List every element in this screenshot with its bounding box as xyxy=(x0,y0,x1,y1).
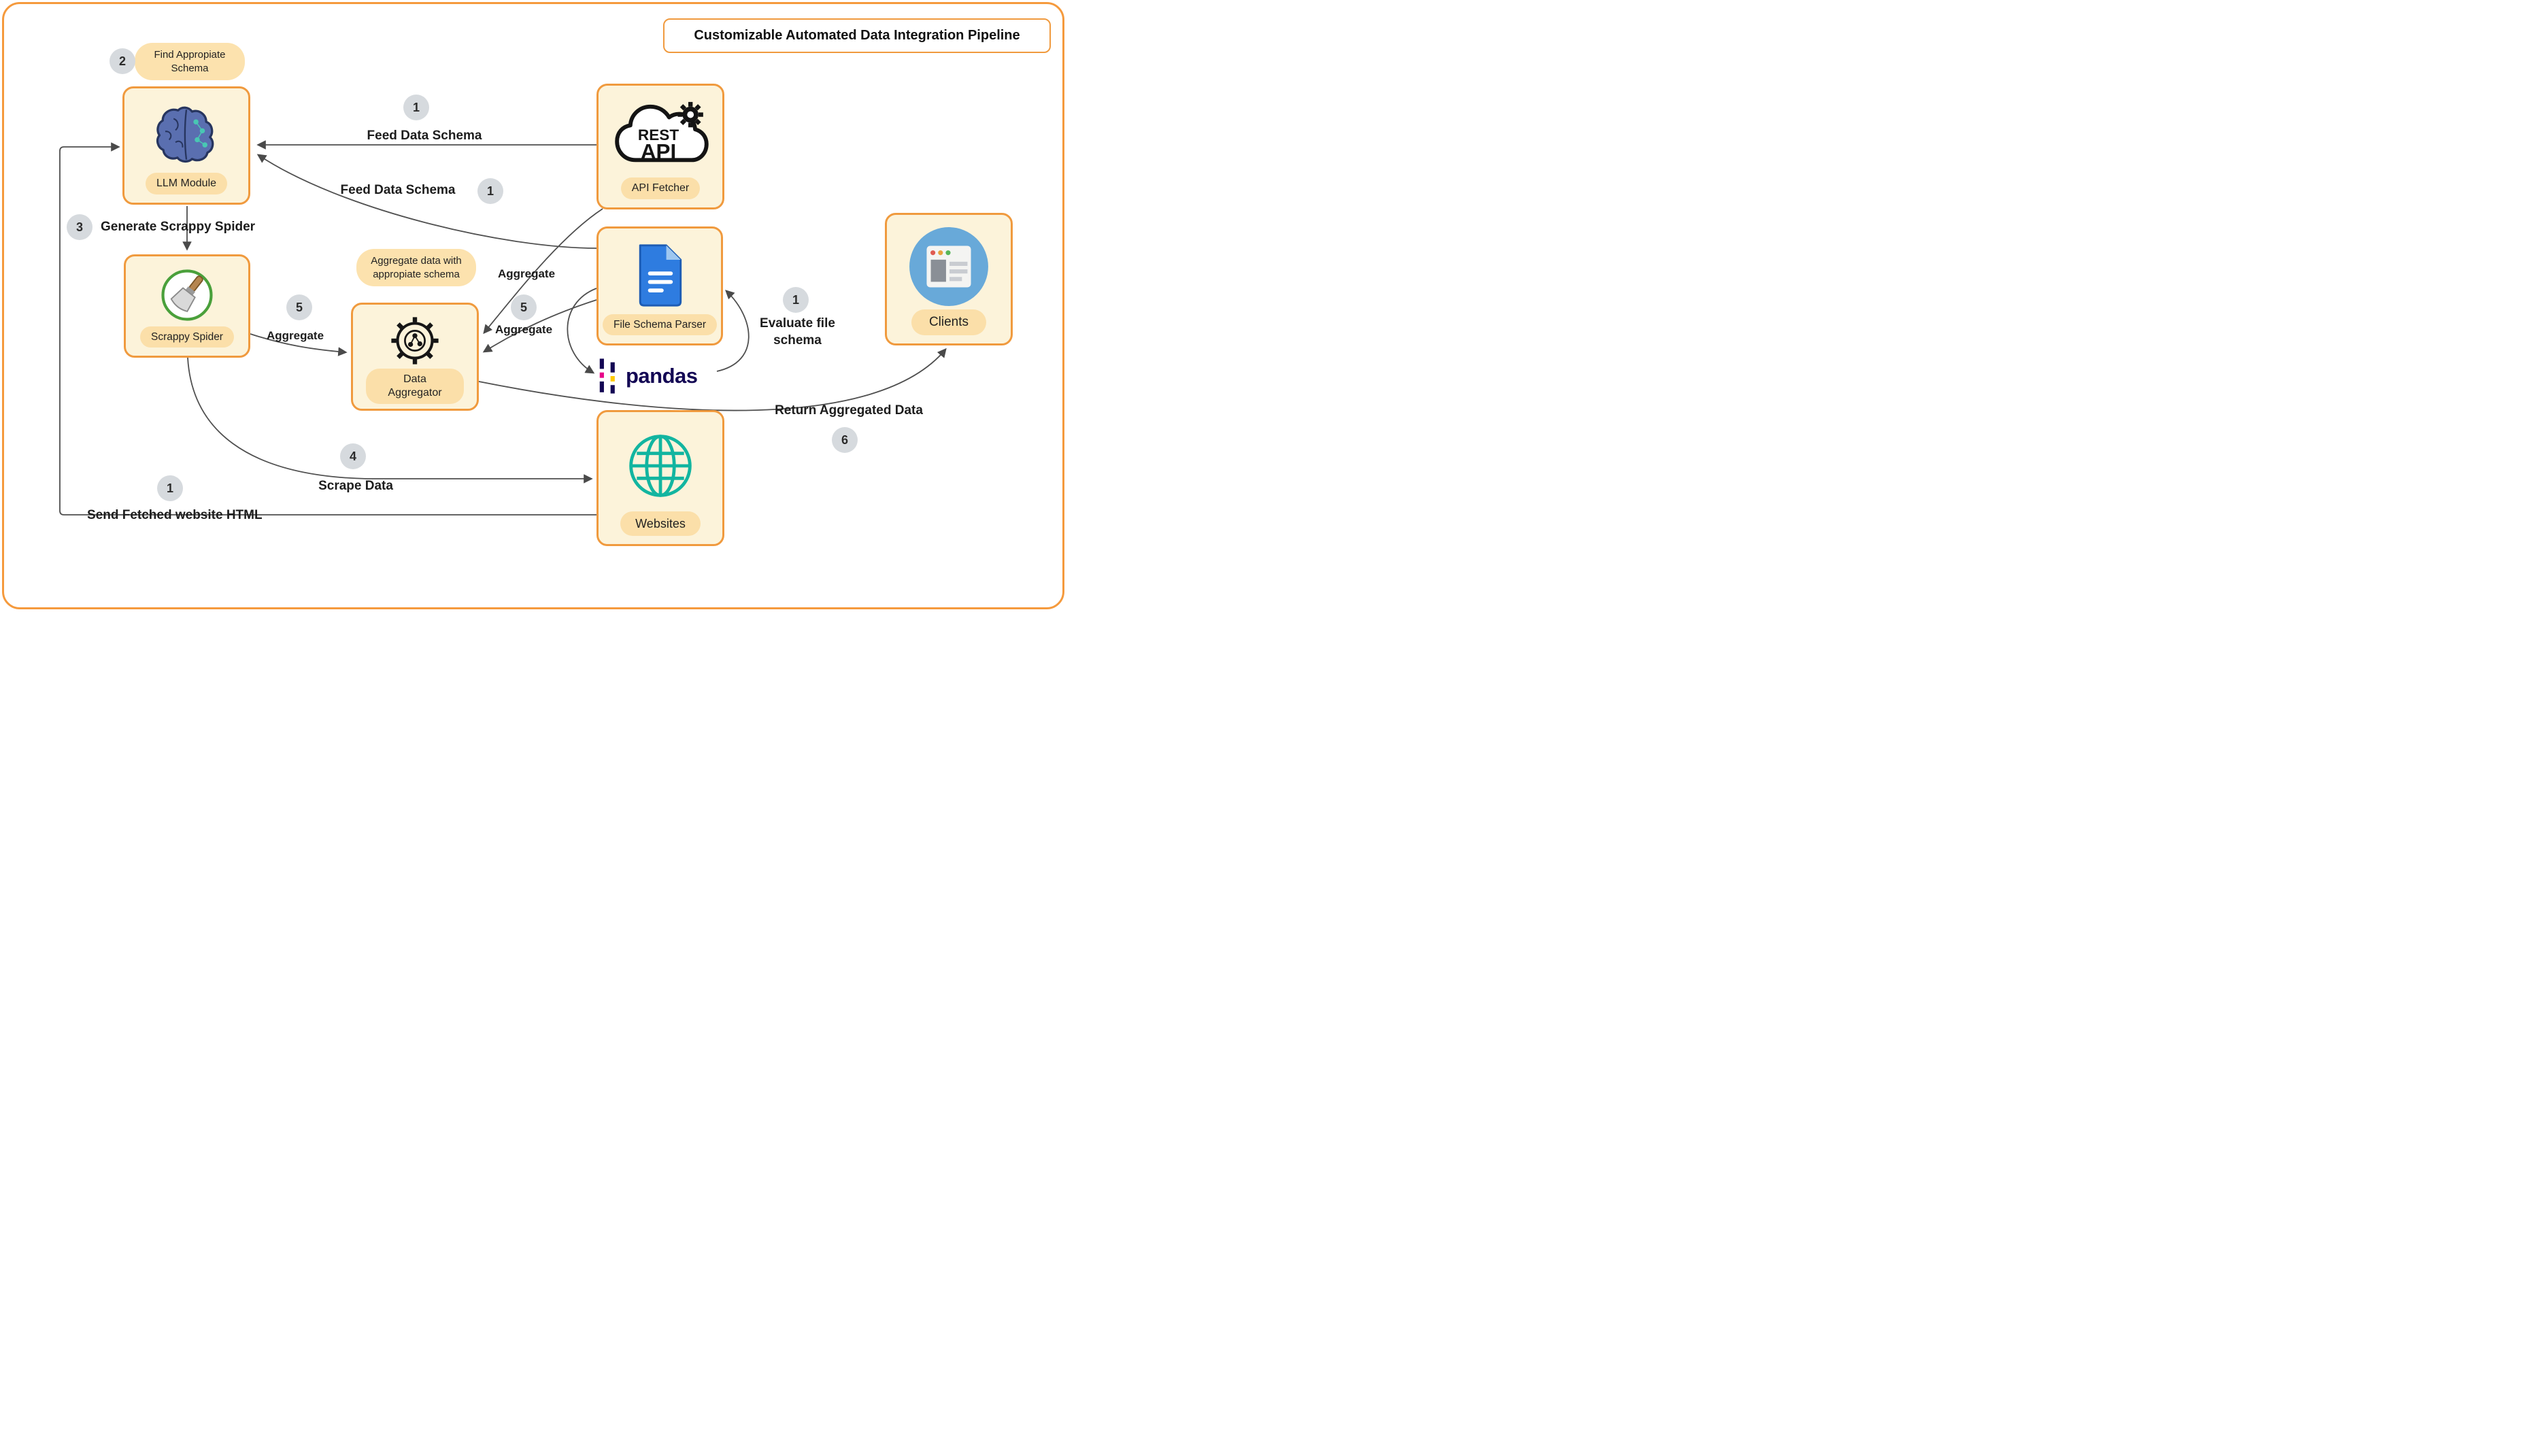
pandas-mark-icon xyxy=(599,358,615,394)
edge-aggregate-spider xyxy=(250,333,348,356)
pandas-wordmark: pandas xyxy=(626,364,698,388)
llm-module-label: LLM Module xyxy=(145,173,228,194)
step-badge-aggregate-spider: 5 xyxy=(286,294,312,320)
rest-text: REST xyxy=(638,126,679,143)
aggregate-spider-label: Aggregate xyxy=(266,329,324,342)
send-fetched-html-label: Send Fetched website HTML xyxy=(87,508,263,522)
file-schema-parser-label: File Schema Parser xyxy=(602,314,718,335)
api-text: API xyxy=(641,139,676,163)
pandas-logo: pandas xyxy=(599,356,698,396)
aggregate-schema-callout: Aggregate data with appropiate schema xyxy=(356,249,476,286)
browser-client-icon xyxy=(907,223,990,309)
edge-evaluate-file-schema xyxy=(716,290,750,372)
edge-scrape-data xyxy=(187,357,593,484)
file-schema-parser-node: File Schema Parser xyxy=(596,226,723,345)
edges-layer xyxy=(59,140,947,515)
return-aggregated-label: Return Aggregated Data xyxy=(775,403,923,418)
scrappy-spider-node: Scrappy Spider xyxy=(124,254,250,358)
step-badge-aggregate-file: 5 xyxy=(511,294,537,320)
step-badge-scrape-data: 4 xyxy=(340,443,366,469)
aggregate-api-label: Aggregate xyxy=(497,267,556,280)
aggregator-gear-icon xyxy=(387,313,443,369)
step-badge-feed-api: 1 xyxy=(403,95,429,120)
feed-data-schema-label-top: Feed Data Schema xyxy=(367,129,482,143)
scraper-tool-icon xyxy=(158,265,216,326)
step-badge-generate-spider: 3 xyxy=(67,214,93,240)
step-badge-find-schema: 2 xyxy=(110,48,135,74)
feed-data-schema-label-mid: Feed Data Schema xyxy=(340,183,456,197)
edge-feed-data-schema-file xyxy=(256,154,597,249)
edge-send-fetched-html xyxy=(59,142,596,515)
data-aggregator-label: Data Aggregator xyxy=(366,369,464,404)
websites-node: Websites xyxy=(596,410,724,546)
find-schema-callout: Find Appropiate Schema xyxy=(135,43,245,80)
data-aggregator-node: Data Aggregator xyxy=(351,303,479,411)
edge-aggregate-api xyxy=(483,208,603,335)
api-fetcher-label: API Fetcher xyxy=(620,177,701,199)
llm-module-node: LLM Module xyxy=(122,86,250,205)
api-fetcher-node: REST API API Fetcher xyxy=(596,84,724,209)
diagram-title: Customizable Automated Data Integration … xyxy=(663,18,1051,53)
scrappy-spider-label: Scrappy Spider xyxy=(140,326,234,348)
scrape-data-label: Scrape Data xyxy=(318,479,393,493)
aggregate-file-label: Aggregate xyxy=(494,323,553,336)
edge-return-aggregated xyxy=(478,348,947,411)
gear-glyph xyxy=(677,101,703,127)
rest-api-cloud-icon: REST API xyxy=(607,94,713,177)
websites-label: Websites xyxy=(620,511,701,536)
generate-spider-label: Generate Scrappy Spider xyxy=(101,220,256,234)
edge-file-to-pandas xyxy=(567,288,597,374)
globe-icon xyxy=(624,420,696,511)
step-badge-return-aggregated: 6 xyxy=(832,427,858,453)
clients-node: Clients xyxy=(885,213,1013,345)
step-badge-send-html: 1 xyxy=(157,475,183,501)
brain-icon xyxy=(150,97,223,173)
edge-aggregate-file xyxy=(482,299,597,353)
document-icon xyxy=(632,237,688,314)
clients-label: Clients xyxy=(911,309,987,335)
evaluate-file-schema-label: Evaluate file schema xyxy=(760,316,835,348)
step-badge-evaluate-file: 1 xyxy=(783,287,809,313)
step-badge-feed-file: 1 xyxy=(477,178,503,204)
